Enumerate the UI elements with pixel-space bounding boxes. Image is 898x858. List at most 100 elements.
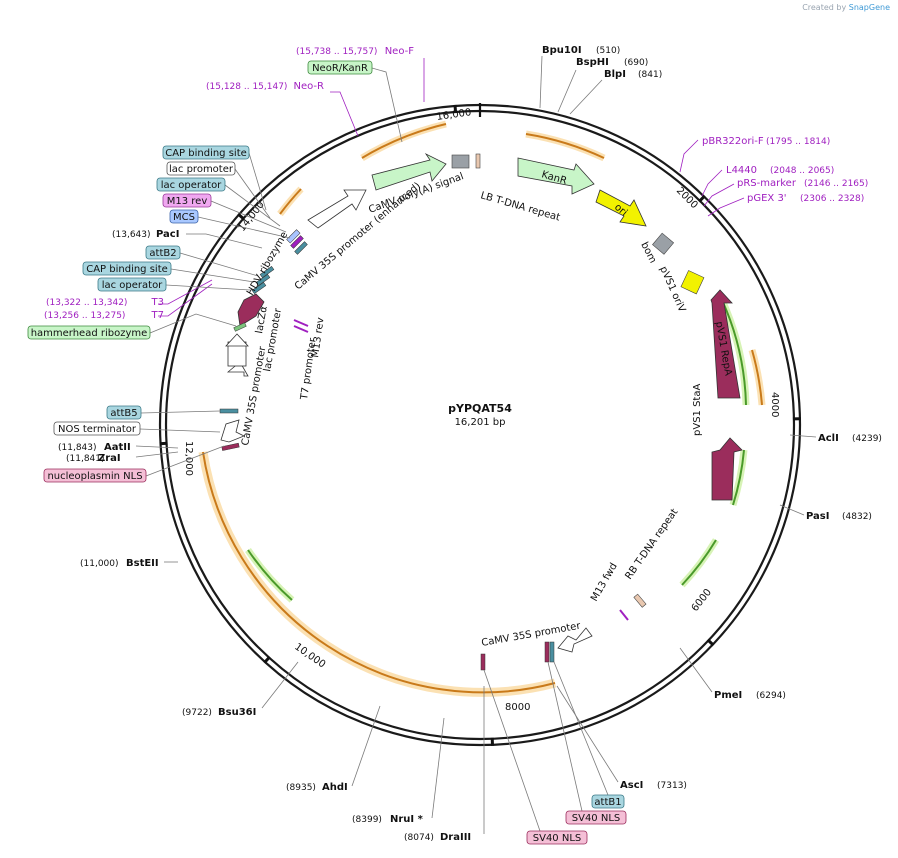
annotation-box-label: attB1 [594, 797, 621, 808]
leader-line [704, 184, 734, 206]
nucleoplasmin-nls-box [222, 443, 239, 450]
restriction-site-name: DraIII [440, 832, 471, 843]
leader-line [372, 68, 402, 142]
restriction-site-position: (841) [638, 70, 662, 80]
leader-line [570, 80, 602, 114]
primer-position: (1795 .. 1814) [766, 137, 830, 147]
primer-name: Neo-F [385, 46, 415, 57]
annotation-box-label: MCS [173, 212, 195, 223]
annotation-box-label: NOS terminator [58, 424, 137, 435]
primer-position: (15,738 .. 15,757) [296, 47, 377, 57]
restriction-site-name: PacI [156, 229, 179, 240]
restriction-site-position: (4239) [852, 434, 882, 444]
leader-line [166, 285, 250, 290]
primer-position: (13,322 .. 13,342) [46, 298, 127, 308]
annotation-box-label: NeoR/KanR [312, 63, 368, 74]
annotation-box-label: hammerhead ribozyme [31, 328, 148, 339]
annotation-box-label: SV40 NLS [572, 813, 621, 824]
annotation-box-label: SV40 NLS [533, 833, 582, 844]
leader-line [136, 452, 178, 457]
primer-position: (15,128 .. 15,147) [206, 82, 287, 92]
rb-tdna-box [634, 594, 646, 607]
leader-line [330, 92, 358, 136]
restriction-site-position: (9722) [182, 708, 212, 718]
restriction-site-position: (11,000) [80, 559, 119, 569]
attb1-box [550, 642, 554, 662]
primer-name: T3 [151, 297, 164, 308]
restriction-site-position: (8399) [352, 815, 382, 825]
sv40-nls-box [545, 642, 549, 662]
leader-line [140, 429, 220, 432]
feature-label: HDV ribozyme [245, 230, 290, 297]
lb-tdna-box [476, 154, 480, 168]
attb5-box [220, 409, 238, 413]
orf-arc [280, 189, 301, 214]
restriction-site-position: (6294) [756, 691, 786, 701]
feature-label: M13 fwd [589, 561, 620, 603]
restriction-site-position: (13,643) [112, 230, 151, 240]
bp-tick-label: 4000 [769, 392, 780, 417]
camv-35s-enhanced-arrow [308, 190, 366, 228]
restriction-site-name: PasI [806, 511, 829, 522]
restriction-site-name: PmeI [714, 690, 742, 701]
annotation-box-label: lac operator [161, 180, 222, 191]
primer-name: Neo-R [294, 81, 325, 92]
feature-label: LB T-DNA repeat [479, 190, 561, 223]
primer-name: pGEX 3' [747, 193, 787, 204]
restriction-site-position: (11,843) [58, 443, 97, 453]
leader-line [780, 505, 804, 515]
restriction-site-name: BspHI [576, 57, 609, 68]
leader-line [680, 140, 698, 172]
restriction-site-position: (7313) [657, 781, 687, 791]
plasmid-name: pYPQAT54 [448, 402, 512, 415]
bp-tick [264, 657, 269, 663]
bp-tick-label: 8000 [505, 702, 530, 713]
restriction-site-name: BstEII [126, 558, 159, 569]
annotation-box-label: attB2 [149, 248, 176, 259]
annotation-box-label: attB5 [110, 408, 137, 419]
primer-name: T7 [151, 310, 164, 321]
leader-line [540, 56, 542, 108]
restriction-site-position: (8935) [286, 783, 316, 793]
bp-tick [699, 196, 705, 202]
restriction-site-name: AatII [104, 442, 131, 453]
orf-arc-glow [526, 134, 604, 158]
plasmid-length: 16,201 bp [455, 417, 506, 428]
primer-position: (2146 .. 2165) [804, 179, 868, 189]
m13rev-primer-mark [294, 326, 308, 332]
sv40-nls-box-2 [481, 654, 485, 670]
leader-line [136, 446, 178, 448]
restriction-site-name: AscI [620, 780, 643, 791]
orf-arc-glow [203, 452, 555, 692]
leader-line [186, 234, 262, 248]
grey-feature-box [452, 155, 469, 168]
primer-name: pBR322ori-F [702, 136, 764, 147]
primer-position: (13,256 .. 13,275) [44, 311, 125, 321]
restriction-site-name: BlpI [604, 69, 626, 80]
leader-line [432, 718, 444, 818]
restriction-site-position: (11,841) [66, 454, 105, 464]
restriction-site-position: (4832) [842, 512, 872, 522]
leader-line [558, 70, 576, 112]
primer-name: pRS-marker [737, 178, 797, 189]
bp-tick-label: 16,000 [436, 107, 472, 123]
restriction-site-name: Bsu36I [218, 707, 256, 718]
restriction-site-position: (690) [624, 58, 648, 68]
restriction-site-name: AhdI [322, 782, 348, 793]
feature-label: RB T-DNA repeat [623, 507, 680, 582]
bp-tick-label: 6000 [690, 587, 714, 614]
annotation-box-label: CAP binding site [165, 148, 247, 159]
feature-label: pVS1 oriV [657, 265, 687, 314]
bom-box [652, 233, 673, 254]
m13-fwd-primer-mark [620, 610, 628, 620]
annotation-box-label: M13 rev [167, 196, 208, 207]
annotation-box-label: CAP binding site [86, 264, 168, 275]
t7-primer-mark [294, 320, 308, 326]
primer-name: L4440 [726, 165, 757, 176]
restriction-site-name: AclI [818, 433, 839, 444]
leader-line [141, 411, 220, 413]
restriction-site-name: NruI * [390, 814, 424, 825]
restriction-site-position: (8074) [404, 833, 434, 843]
camv-35s-arrow-head [226, 334, 248, 346]
